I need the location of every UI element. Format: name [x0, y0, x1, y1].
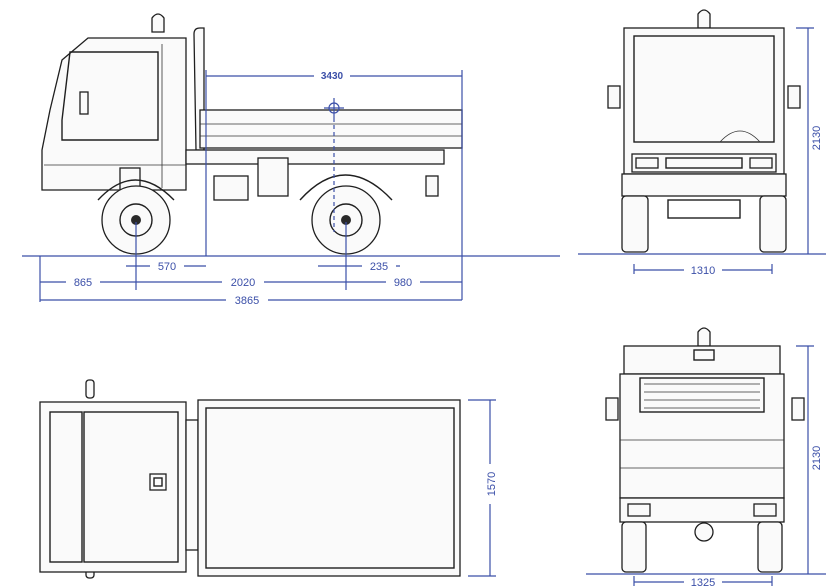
- side-view: 3430 570 235 865 2020 980: [22, 13, 560, 307]
- front-view: 1310 2130: [578, 9, 826, 277]
- front-grille: [665, 157, 743, 169]
- dim-front-height: 2130: [796, 27, 824, 254]
- front-cab: [623, 27, 785, 175]
- front-wheel-left: [621, 195, 649, 253]
- rear-light-left: [627, 503, 651, 517]
- dim-front-track-label: 1310: [691, 265, 715, 277]
- side-beacon: [151, 13, 165, 33]
- dim-rear-height-label: 2130: [811, 446, 823, 470]
- dim-vertical-refs: [39, 222, 347, 302]
- front-wiper: [719, 130, 761, 143]
- side-fuel-tank: [213, 175, 249, 201]
- side-cargo-body: [199, 109, 463, 149]
- rear-wheel-left: [621, 521, 647, 573]
- side-cab: [41, 37, 187, 191]
- dim-rear-track: 1325: [633, 576, 773, 588]
- dim-body-length: 3430: [205, 68, 463, 300]
- side-rear-wheel: [311, 185, 381, 255]
- front-beacon: [697, 9, 711, 29]
- top-beacon-inner: [153, 477, 163, 487]
- rear-mirror-left: [605, 397, 619, 421]
- side-rear-light: [425, 175, 439, 197]
- rear-view: 2130 1325: [586, 327, 826, 588]
- top-cargo-floor: [205, 407, 455, 569]
- rear-body: [619, 373, 785, 499]
- front-headlight-left: [635, 157, 659, 169]
- dim-wheelbase-label: 2020: [231, 277, 255, 289]
- rear-window-grid: [644, 383, 760, 409]
- dim-rear-height: 2130: [796, 345, 824, 574]
- side-cab-window: [61, 51, 159, 141]
- rear-cab-window: [639, 377, 765, 413]
- front-headlight-right: [749, 157, 773, 169]
- top-cab-roof: [83, 411, 179, 563]
- dim-rear-axle-offset-label: 235: [370, 261, 388, 273]
- dim-total-length-label: 3865: [235, 295, 259, 307]
- dim-body-width: 1570: [468, 399, 498, 577]
- rear-tow-hitch: [694, 522, 714, 542]
- dim-rear-axle-offset: 235: [318, 258, 400, 273]
- front-wheel-right: [759, 195, 787, 253]
- dim-body-length-label: 3430: [321, 71, 344, 82]
- top-cab-gap: [185, 419, 199, 551]
- rear-mirror-right: [791, 397, 805, 421]
- front-mirror-right: [787, 85, 801, 109]
- rear-logo: [693, 349, 715, 361]
- dim-rear-track-label: 1325: [691, 577, 715, 588]
- top-mirror-left: [85, 379, 95, 399]
- dim-cab-gap-label: 570: [158, 261, 176, 273]
- side-rear-fender: [299, 174, 393, 201]
- side-cog-mark: [324, 98, 344, 232]
- side-chassis: [185, 149, 445, 165]
- top-view: 1570: [39, 379, 498, 579]
- dim-front-track: 1310: [633, 262, 773, 277]
- side-front-fender: [97, 179, 175, 201]
- rear-beacon: [697, 327, 711, 347]
- front-mirror-left: [607, 85, 621, 109]
- dim-rear-overhang-label: 980: [394, 277, 412, 289]
- front-bumper: [621, 173, 787, 197]
- dim-length-chain: 865 2020 980: [40, 274, 462, 289]
- dim-cab-gap: 570: [126, 258, 206, 273]
- dim-front-overhang-label: 865: [74, 277, 92, 289]
- rear-wheel-right: [757, 521, 783, 573]
- front-windshield: [633, 35, 775, 143]
- dim-front-height-label: 2130: [811, 126, 823, 150]
- top-cargo-body: [197, 399, 461, 577]
- dim-total-length: 3865: [40, 292, 462, 307]
- front-axle: [667, 199, 741, 219]
- top-beacon: [149, 473, 167, 491]
- dim-body-width-label: 1570: [486, 472, 498, 496]
- side-mirror: [79, 91, 89, 115]
- side-battery-box: [257, 157, 289, 197]
- rear-light-right: [753, 503, 777, 517]
- top-hood: [49, 411, 83, 563]
